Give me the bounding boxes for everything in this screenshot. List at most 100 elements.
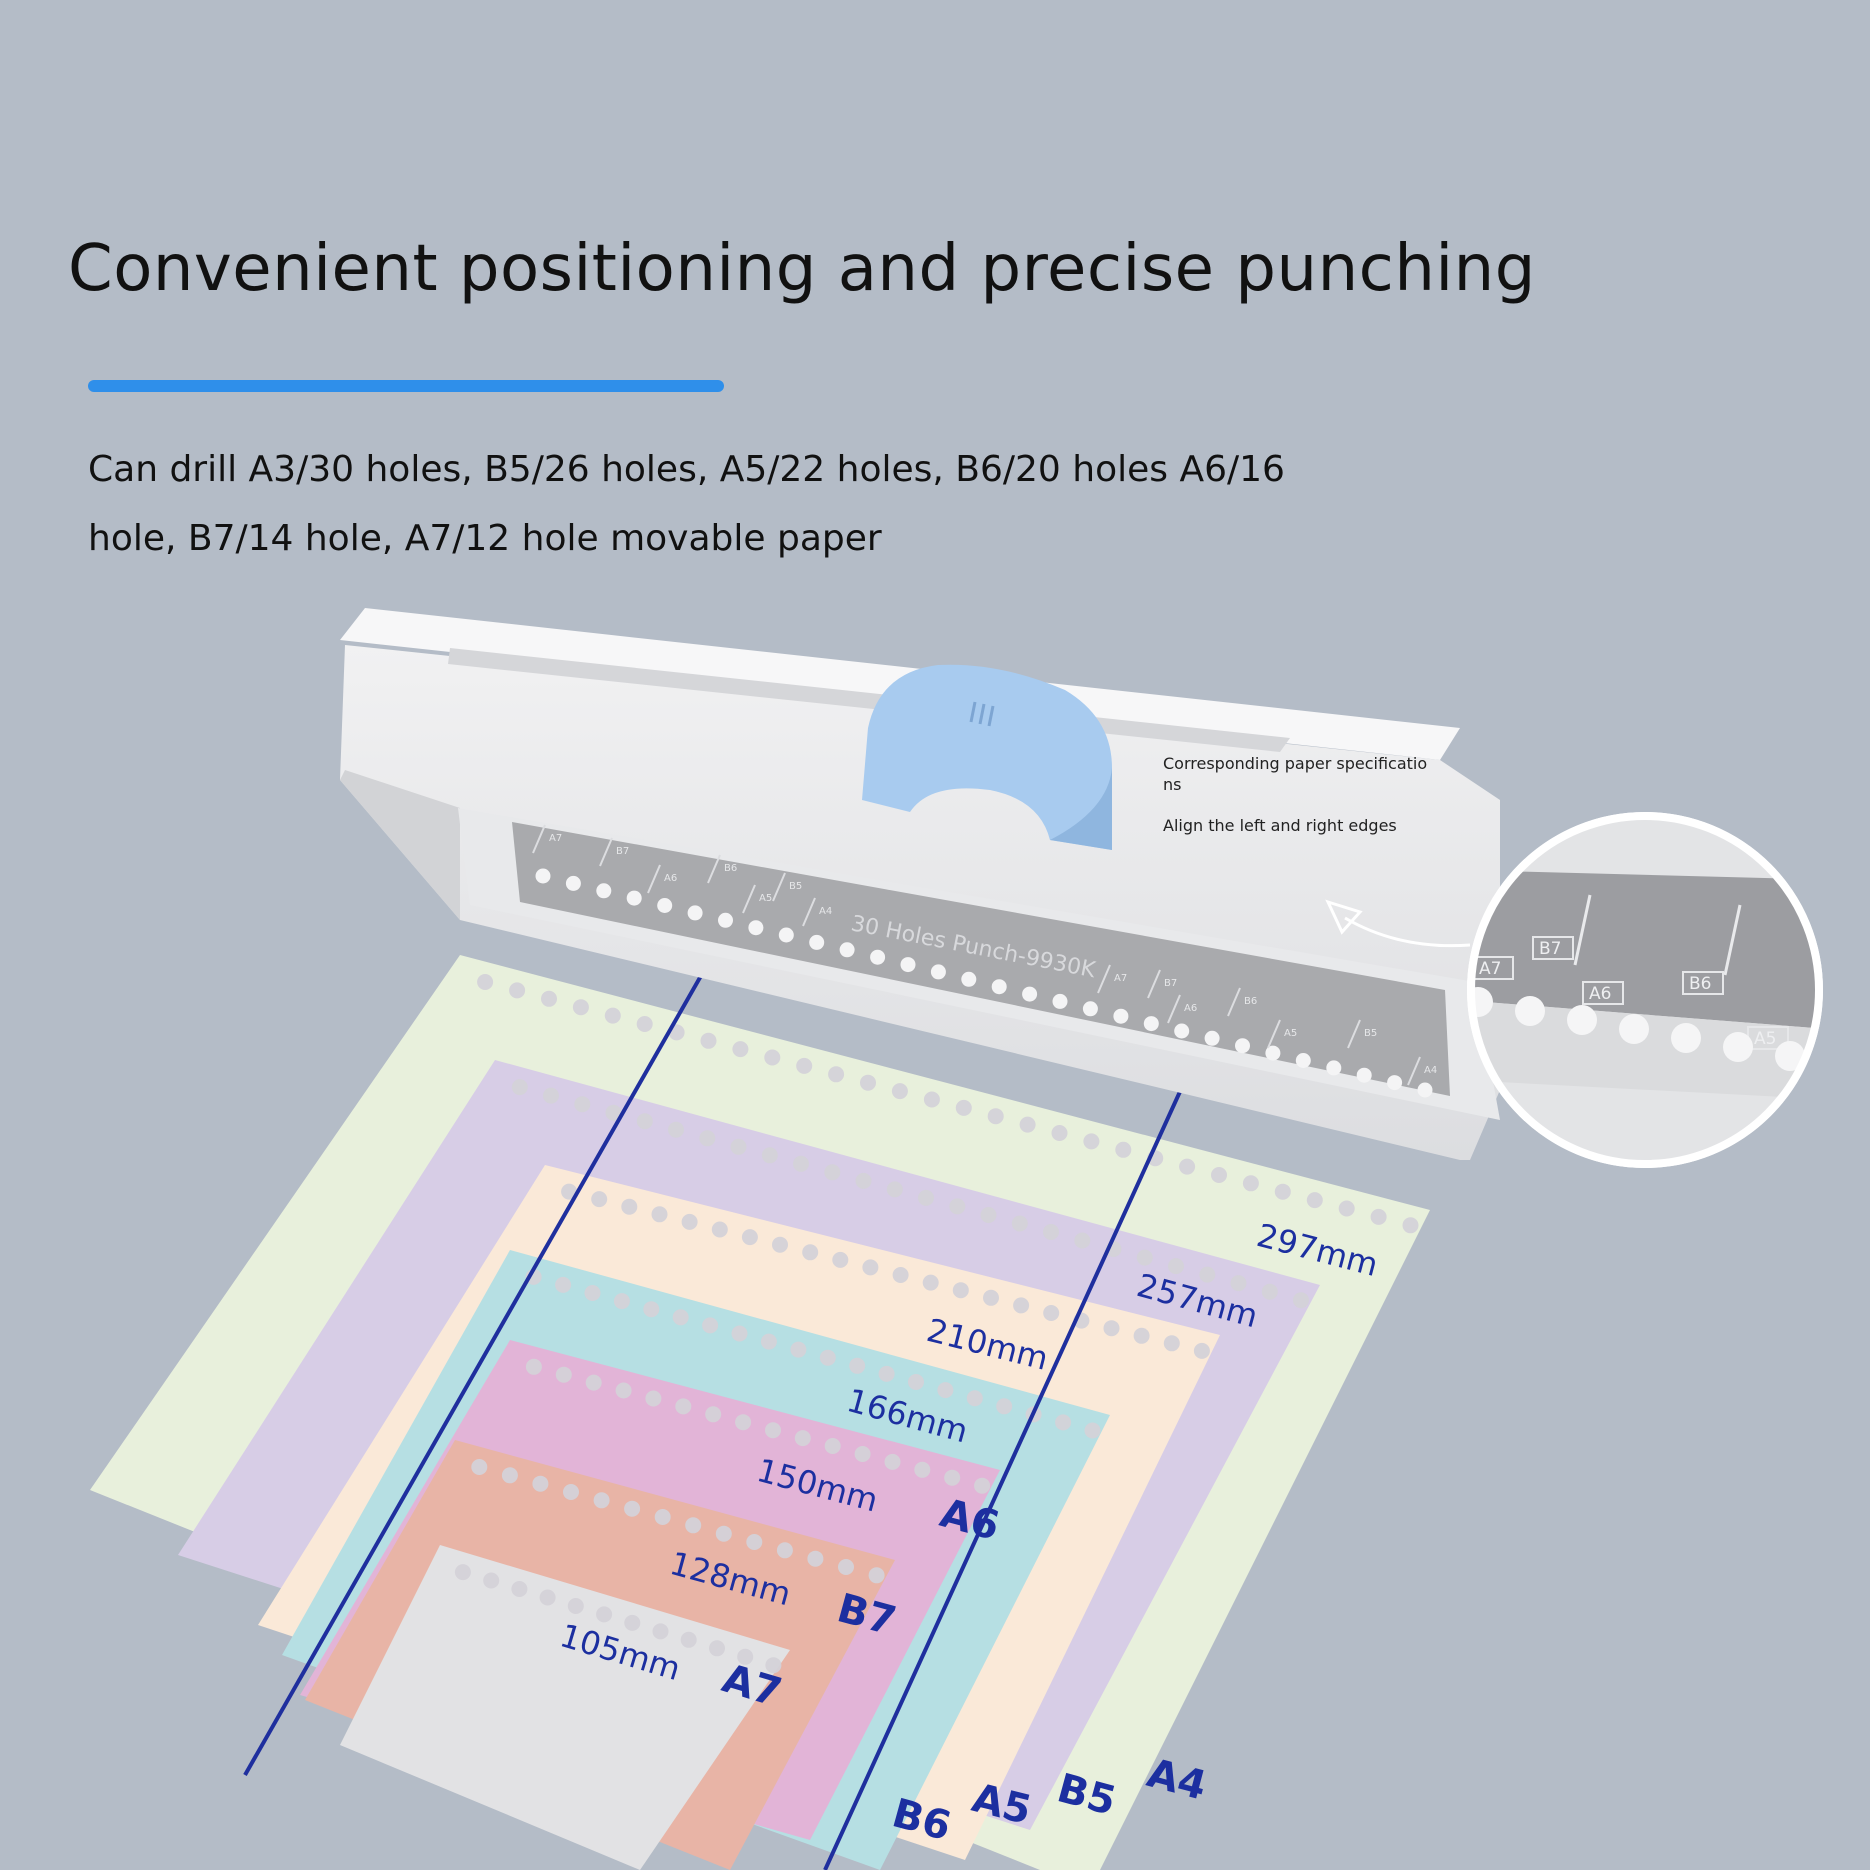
paper-hole bbox=[477, 974, 494, 990]
paper-hole bbox=[1168, 1258, 1184, 1275]
scale-tag: A6 bbox=[664, 873, 677, 884]
paper-hole bbox=[654, 1509, 671, 1525]
scale-tag: B5 bbox=[1364, 1028, 1377, 1039]
paper-hole bbox=[555, 1366, 572, 1383]
zoom-tag-label: B7 bbox=[1539, 939, 1561, 959]
device-hole bbox=[930, 964, 946, 980]
arrow-head-icon bbox=[1325, 899, 1363, 935]
device-hole bbox=[839, 942, 855, 958]
headline: Convenient positioning and precise punch… bbox=[68, 232, 1536, 306]
paper-hole bbox=[471, 1459, 488, 1475]
paper-hole bbox=[1230, 1275, 1247, 1292]
device-hole bbox=[626, 890, 642, 906]
paper-hole bbox=[645, 1390, 662, 1407]
zoom-tick bbox=[1573, 894, 1592, 966]
device-hole bbox=[718, 912, 733, 928]
device-hole bbox=[778, 927, 794, 943]
paper-hole bbox=[855, 1172, 872, 1189]
paper-hole bbox=[574, 1096, 591, 1113]
paper-hole bbox=[923, 1091, 940, 1108]
device-hole bbox=[961, 971, 977, 987]
paper-size-label-a4: A4 bbox=[1142, 1750, 1211, 1809]
paper-hole bbox=[532, 1475, 549, 1492]
paper-hole bbox=[1084, 1422, 1101, 1439]
paper-hole bbox=[730, 1138, 747, 1155]
paper-hole bbox=[937, 1382, 954, 1399]
paper-hole bbox=[1370, 1208, 1387, 1225]
paper-hole bbox=[561, 1183, 578, 1200]
paper-hole bbox=[908, 1374, 924, 1390]
scale-tick bbox=[532, 824, 546, 854]
zoom-hole bbox=[1775, 1041, 1805, 1071]
paper-stack: 297mmA4257mmB5210mmA5166mmB6150mmA6128mm… bbox=[90, 955, 1430, 1870]
paper-hole bbox=[525, 1358, 542, 1375]
zoom-hole bbox=[1515, 996, 1545, 1026]
paper-hole bbox=[776, 1542, 793, 1559]
device-hole bbox=[1052, 993, 1068, 1009]
paper-hole bbox=[615, 1382, 632, 1399]
paper-hole bbox=[761, 1147, 778, 1164]
paper-hole bbox=[974, 1477, 991, 1494]
paper-hole bbox=[849, 1357, 866, 1374]
paper-hole bbox=[572, 999, 589, 1016]
scale-tag: A6 bbox=[1184, 1003, 1197, 1014]
device-hole bbox=[748, 920, 764, 936]
paper-hole bbox=[675, 1398, 692, 1415]
paper-hole bbox=[1193, 1342, 1210, 1359]
paper-hole bbox=[884, 1453, 901, 1470]
scale-tick bbox=[1267, 1019, 1281, 1049]
paper-hole-row bbox=[525, 1358, 991, 1494]
device-hole bbox=[1417, 1082, 1433, 1098]
scale-tick bbox=[1407, 1056, 1421, 1086]
paper-hole bbox=[567, 1598, 584, 1614]
scale-tag: B5 bbox=[789, 881, 802, 892]
paper-hole bbox=[636, 1016, 653, 1032]
paper-hole bbox=[709, 1640, 725, 1657]
paper-hole bbox=[983, 1289, 999, 1306]
scale-tick bbox=[1227, 987, 1241, 1017]
paper-hole-row bbox=[477, 974, 1419, 1234]
scale-tick bbox=[1097, 964, 1111, 994]
alignment-line-left bbox=[243, 959, 712, 1776]
paper-hole bbox=[732, 1041, 749, 1058]
scale-tag: A7 bbox=[1114, 973, 1127, 984]
paper-hole bbox=[705, 1406, 722, 1423]
paper-hole bbox=[509, 982, 526, 999]
zoom-hole bbox=[1471, 987, 1493, 1017]
paper-hole bbox=[605, 1104, 622, 1121]
paper-hole bbox=[1013, 1297, 1030, 1314]
paper-hole bbox=[955, 1099, 972, 1116]
paper-hole bbox=[966, 1390, 983, 1407]
paper-hole bbox=[741, 1229, 758, 1246]
paper-hole bbox=[878, 1365, 895, 1382]
paper-hole bbox=[596, 1606, 613, 1623]
paper-hole bbox=[668, 1121, 684, 1138]
paper-hole-row bbox=[525, 1268, 1101, 1439]
paper-hole bbox=[636, 1113, 653, 1130]
scale-tick bbox=[1147, 969, 1161, 999]
paper-hole bbox=[794, 1430, 811, 1447]
paper-hole bbox=[511, 1581, 528, 1597]
paper-hole bbox=[1199, 1266, 1216, 1283]
paper-hole bbox=[1402, 1217, 1419, 1234]
paper-hole bbox=[539, 1589, 556, 1606]
device-hole bbox=[991, 979, 1007, 995]
device-hole bbox=[565, 875, 581, 891]
paper-hole bbox=[828, 1066, 845, 1083]
paper-hole bbox=[914, 1461, 931, 1478]
scale-tick bbox=[647, 864, 661, 894]
paper-hole bbox=[454, 1564, 471, 1581]
paper-hole bbox=[1133, 1327, 1150, 1344]
scale-tick bbox=[1167, 994, 1181, 1024]
zoom-tag-label: A5 bbox=[1754, 1029, 1776, 1049]
zoom-tag-frame bbox=[1582, 981, 1624, 1005]
device-hole bbox=[1265, 1045, 1281, 1061]
scale-tag: B7 bbox=[616, 846, 629, 857]
paper-hole bbox=[511, 1079, 528, 1096]
paper-hole-row bbox=[471, 1459, 885, 1584]
paper-hole bbox=[1242, 1175, 1259, 1192]
paper-hole bbox=[1306, 1192, 1323, 1209]
paper-hole bbox=[543, 1087, 559, 1104]
paper-hole bbox=[1115, 1141, 1132, 1158]
